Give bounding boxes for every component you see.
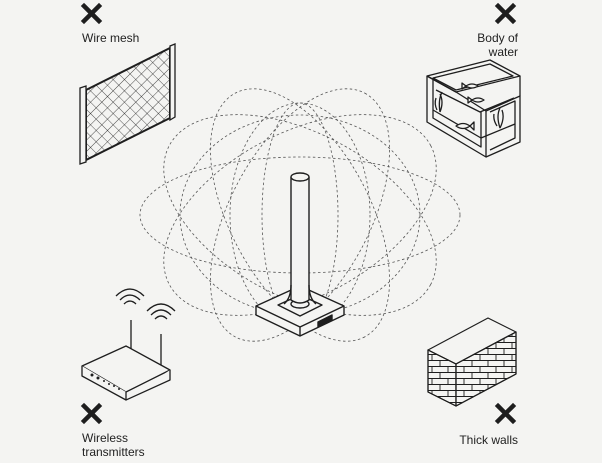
label-wireless-transmitters: Wireless transmitters xyxy=(82,431,145,459)
label-wire-mesh: Wire mesh xyxy=(82,31,140,45)
router-icon xyxy=(81,288,176,401)
wire-mesh-icon xyxy=(79,43,176,165)
brick-wall-icon xyxy=(427,317,517,407)
label-wireless-line2: transmitters xyxy=(82,445,145,459)
x-mark-icon xyxy=(80,2,517,425)
label-body-of-water-line1: Body of xyxy=(477,31,518,45)
label-body-of-water: Body of water xyxy=(470,31,518,59)
antenna-stand-icon xyxy=(255,172,345,337)
label-body-of-water-line2: water xyxy=(488,45,518,59)
aquarium-icon xyxy=(426,59,521,158)
label-thick-walls: Thick walls xyxy=(459,433,518,447)
label-wireless-line1: Wireless xyxy=(82,431,129,445)
